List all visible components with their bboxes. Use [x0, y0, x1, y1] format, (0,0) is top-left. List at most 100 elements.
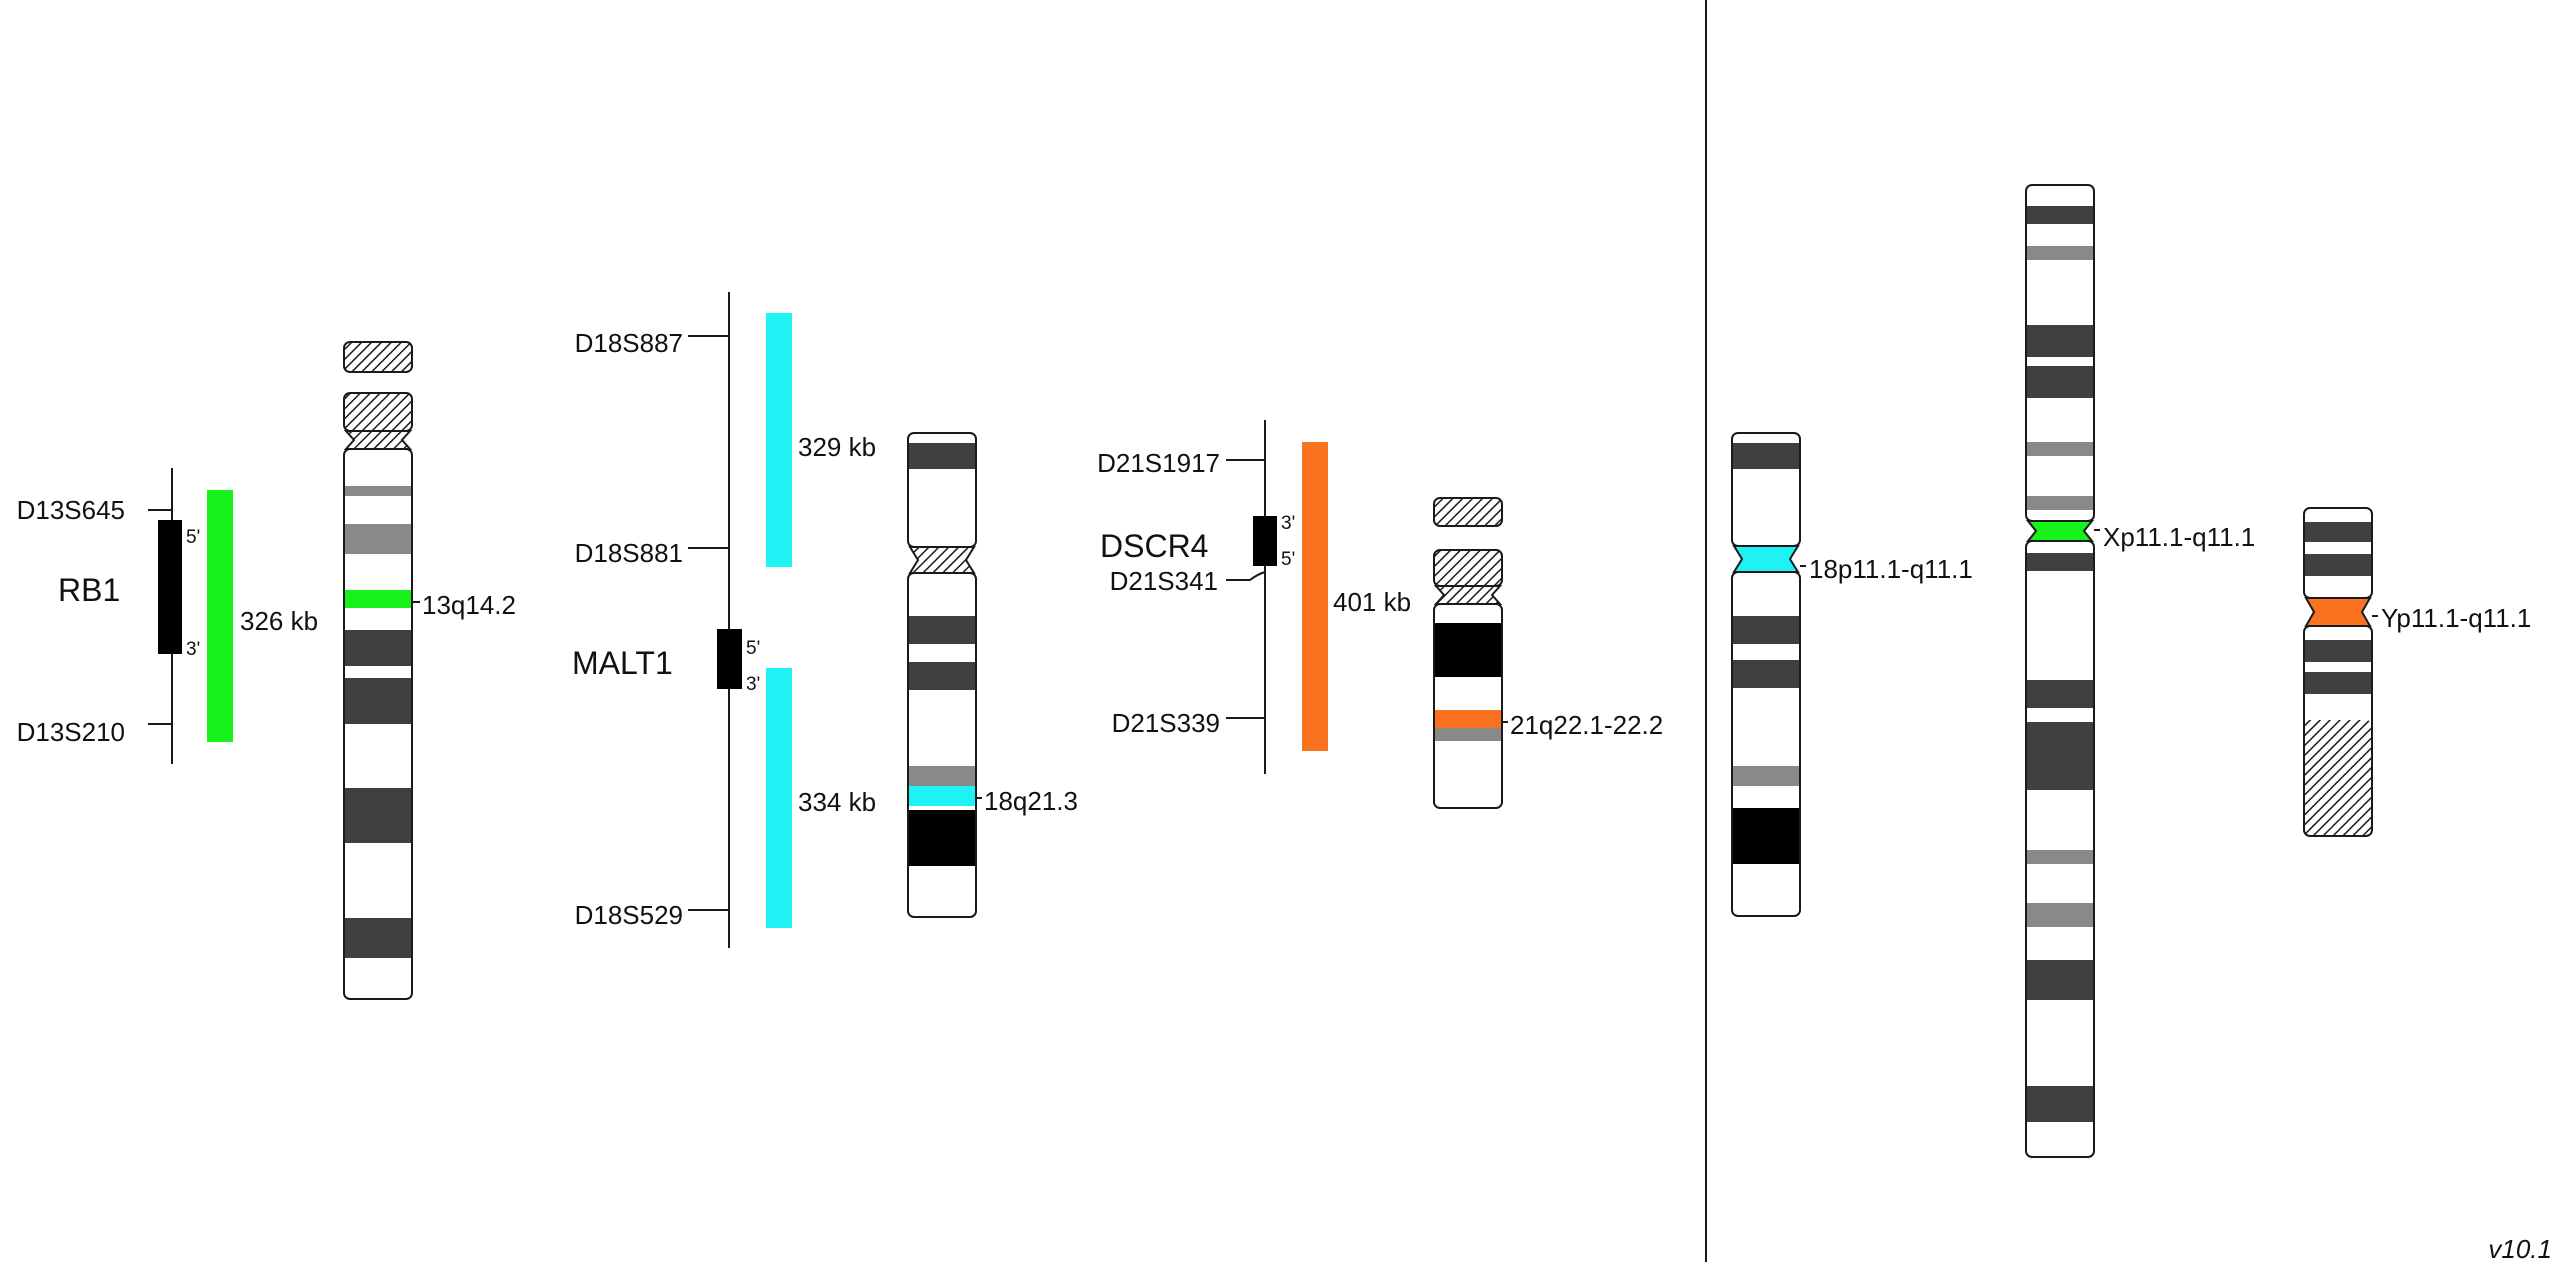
chr21-band — [1434, 623, 1502, 677]
chrx-label: Xp11.1-q11.1 — [2103, 522, 2255, 552]
chrx-band — [2026, 246, 2094, 260]
rb1-end-3: 3' — [186, 639, 200, 660]
rb1-gene-block — [158, 520, 182, 654]
rb1-end-5: 5' — [186, 527, 200, 548]
chrx-q-arm — [2025, 540, 2095, 1158]
chromosome-18-locus: 18q21.3 — [907, 432, 1078, 918]
d18s881-label: D18S881 — [575, 538, 683, 568]
malt1-end-3: 3' — [746, 674, 760, 695]
chr18c-band — [1732, 660, 1800, 688]
chrx-band — [2026, 496, 2094, 510]
rb1-probe-size: 326 kb — [240, 606, 318, 636]
chry-band — [2304, 554, 2372, 576]
dscr4-end-3: 3' — [1281, 513, 1295, 534]
chromosome-x-centromere-probe: Xp11.1-q11.1 — [2025, 184, 2255, 1158]
chrx-band — [2026, 680, 2094, 708]
dscr4-probe-size: 401 kb — [1333, 587, 1411, 617]
chr18-band — [908, 766, 976, 786]
chr18-centromere — [908, 546, 976, 574]
malt1-gene-block — [717, 629, 742, 689]
dscr4-gene-label: DSCR4 — [1100, 528, 1208, 564]
chry-q-arm — [2303, 625, 2373, 837]
d21s341-tick — [1226, 571, 1266, 581]
chr21-satellite-1 — [1433, 497, 1503, 527]
malt1-probe-size-upper: 329 kb — [798, 432, 876, 462]
chry-band — [2304, 672, 2372, 694]
chry-band — [2304, 522, 2372, 542]
dscr4-end-5: 5' — [1281, 549, 1295, 570]
d21s1917-label: D21S1917 — [1097, 448, 1220, 478]
d13s210-label: D13S210 — [17, 717, 125, 747]
chrx-band — [2026, 850, 2094, 864]
chrx-band — [2026, 442, 2094, 456]
chr18c-label: 18p11.1-q11.1 — [1809, 554, 1973, 584]
d21s341-label: D21S341 — [1110, 566, 1218, 596]
chr21-satellite-2 — [1433, 549, 1503, 587]
chr21-centromere — [1433, 585, 1503, 605]
malt1-end-5: 5' — [746, 638, 760, 659]
d18s887-label: D18S887 — [575, 328, 683, 358]
malt1-probe-bar-aqua-upper — [766, 313, 792, 567]
chromosome-18-centromere-probe: 18p11.1-q11.1 — [1731, 432, 1973, 917]
chr13-band — [344, 918, 412, 958]
dscr4-gene-block — [1253, 516, 1277, 566]
malt1-gene-label: MALT1 — [572, 645, 673, 681]
rb1-gene-label: RB1 — [58, 572, 120, 608]
chrx-band — [2026, 325, 2094, 357]
chrx-band — [2026, 366, 2094, 398]
chr18c-q-arm — [1731, 571, 1801, 917]
chr21-band-21q22.1-22.2 — [1434, 710, 1502, 728]
chr13-band-label: 13q14.2 — [422, 590, 516, 620]
dscr4-probe-map: D21S1917 D21S341 D21S339 DSCR4 3' 5' 401… — [1097, 420, 1411, 774]
chr18-band — [908, 443, 976, 469]
chrx-band — [2026, 206, 2094, 224]
chr13-band-13q14.2 — [344, 590, 412, 608]
chrx-band — [2026, 553, 2094, 571]
chr18c-band — [1732, 808, 1800, 864]
rb1-probe-map: D13S645 D13S210 RB1 5' 3' 326 kb — [17, 468, 318, 764]
chr18c-band — [1732, 443, 1800, 469]
chromosome-13: 13q14.2 — [343, 341, 516, 1000]
chrx-band — [2026, 903, 2094, 927]
d13s645-label: D13S645 — [17, 495, 125, 525]
malt1-probe-bar-aqua-lower — [766, 668, 792, 928]
chr18c-centromere-aqua — [1732, 545, 1800, 573]
chr13-band — [344, 630, 412, 666]
chr18-band-label: 18q21.3 — [984, 786, 1078, 816]
chry-label: Yp11.1-q11.1 — [2381, 603, 2531, 633]
chr13-band — [344, 524, 412, 554]
malt1-probe-size-lower: 334 kb — [798, 787, 876, 817]
chr13-satellite-1 — [343, 341, 413, 373]
d18s529-label: D18S529 — [575, 900, 683, 930]
chr21-q-arm — [1433, 603, 1503, 809]
d21s339-label: D21S339 — [1112, 708, 1220, 738]
chrx-band — [2026, 1086, 2094, 1122]
chromosome-21: 21q22.1-22.2 — [1433, 497, 1663, 809]
chr13-satellite-2 — [343, 392, 413, 432]
chromosome-y-centromere-probe: Yp11.1-q11.1 — [2303, 507, 2531, 837]
dscr4-probe-bar-orange — [1302, 442, 1328, 751]
chr13-centromere — [343, 430, 413, 450]
chr13-band — [344, 788, 412, 843]
chr18-q-arm — [907, 572, 977, 918]
malt1-probe-map: D18S887 D18S881 D18S529 MALT1 5' 3' 329 … — [572, 292, 876, 948]
chrx-centromere-green — [2025, 520, 2095, 542]
chr21-band — [1434, 728, 1502, 741]
chr18-band-18q21.3 — [908, 786, 976, 806]
chr13-band — [344, 678, 412, 724]
chry-centromere-orange — [2304, 597, 2372, 627]
chr18c-band — [1732, 616, 1800, 644]
chr18-band — [908, 810, 976, 866]
chr13-band — [344, 486, 412, 496]
rb1-probe-bar-green — [207, 490, 233, 742]
chr18c-band — [1732, 766, 1800, 786]
chrx-band — [2026, 960, 2094, 1000]
chr18-band — [908, 616, 976, 644]
chry-heterochromatin — [2304, 720, 2372, 836]
chr13-q-arm — [343, 448, 413, 1000]
chry-band — [2304, 640, 2372, 662]
version-label: v10.1 — [2488, 1234, 2552, 1264]
chrx-band — [2026, 722, 2094, 790]
chr18-band — [908, 662, 976, 690]
